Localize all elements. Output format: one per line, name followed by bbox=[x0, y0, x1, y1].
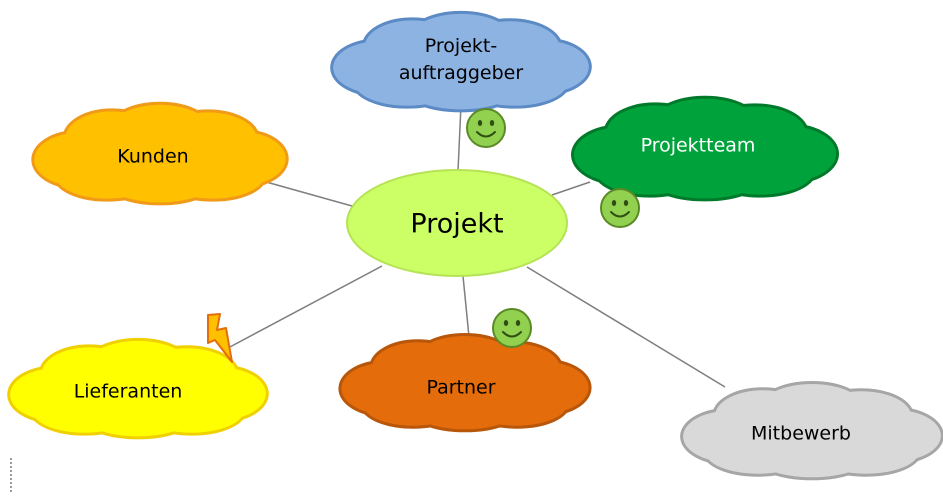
cloud-kunden bbox=[31, 101, 289, 206]
node-label-auftraggeber: Projekt- auftraggeber bbox=[399, 33, 523, 87]
cloud-auftraggeber bbox=[330, 10, 592, 113]
connector-auftraggeber bbox=[457, 104, 462, 172]
margin-marker bbox=[10, 458, 12, 492]
cloud-lieferanten bbox=[7, 337, 269, 440]
connector-projektteam bbox=[551, 181, 591, 196]
center-node bbox=[346, 169, 568, 277]
cloud-projektteam bbox=[571, 95, 839, 202]
cloud-partner bbox=[338, 333, 592, 433]
smiley-icon-projektteam bbox=[600, 188, 640, 228]
node-label-partner: Partner bbox=[426, 376, 496, 399]
lightning-icon-lieferanten bbox=[207, 313, 233, 363]
node-label-auftraggeber-line-1: Projekt- bbox=[424, 35, 498, 57]
connector-lieferanten bbox=[227, 265, 383, 349]
node-label-auftraggeber-line-2: auftraggeber bbox=[398, 62, 524, 84]
node-label-kunden: Kunden bbox=[117, 145, 189, 168]
node-label-mitbewerb: Mitbewerb bbox=[751, 422, 851, 445]
center-ellipse bbox=[346, 169, 568, 277]
node-label-projektteam: Projektteam bbox=[640, 134, 756, 157]
center-label: Projekt bbox=[410, 208, 504, 240]
smiley-icon-auftraggeber bbox=[466, 108, 506, 148]
node-label-lieferanten: Lieferanten bbox=[73, 380, 183, 403]
connector-mitbewerb bbox=[526, 266, 726, 388]
clouds bbox=[7, 10, 943, 481]
smiley-icon-partner bbox=[492, 308, 532, 348]
status-markers bbox=[207, 108, 640, 363]
connectors bbox=[227, 104, 726, 388]
cloud-mitbewerb bbox=[680, 381, 943, 481]
